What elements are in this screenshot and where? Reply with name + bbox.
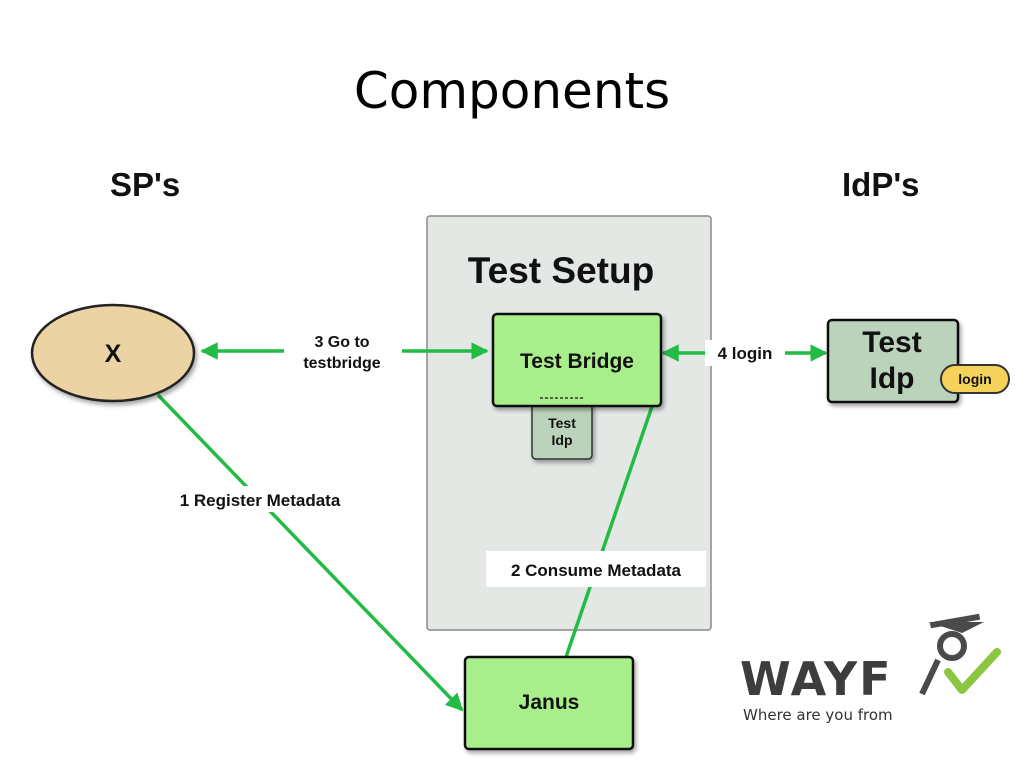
consume-metadata-arrow: [564, 387, 662, 658]
wayf-tagline: Where are you from: [743, 706, 893, 724]
janus-box: [463, 655, 635, 751]
janus-label: Janus: [519, 691, 580, 714]
login-label: 4 login: [718, 344, 773, 363]
test-idp-line1: Test: [862, 326, 921, 359]
goto-label-bg: [284, 328, 402, 378]
goto-label-line2: testbridge: [303, 355, 380, 372]
test-idp-line2: Idp: [870, 362, 915, 395]
test-setup-label: Test Setup: [468, 250, 654, 291]
register-label: 1 Register Metadata: [180, 491, 341, 510]
idps-header: IdP's: [842, 166, 920, 203]
slide-title: Components: [353, 62, 671, 120]
sp-x-label: X: [105, 340, 122, 368]
sps-header: SP's: [110, 166, 181, 203]
sp-x-ellipse: [30, 303, 196, 403]
login-badge-label: login: [958, 371, 991, 387]
consume-label-bg: [486, 551, 706, 587]
login-badge: [940, 364, 1010, 394]
wayf-figure-icon: [919, 613, 1001, 696]
login-label-bg: [705, 340, 785, 366]
inner-test-idp-line1: Test: [548, 415, 576, 431]
test-bridge-label: Test Bridge: [520, 350, 634, 373]
inner-test-idp-line2: Idp: [552, 432, 573, 448]
register-label-bg: [155, 486, 365, 512]
test-bridge-box: [491, 312, 663, 408]
consume-label: 2 Consume Metadata: [511, 561, 682, 580]
register-metadata-arrow: [156, 393, 464, 712]
test-idp-box: [826, 318, 960, 404]
goto-label-line1: 3 Go to: [314, 334, 369, 351]
wayf-logo-text: WAYF: [740, 652, 893, 706]
